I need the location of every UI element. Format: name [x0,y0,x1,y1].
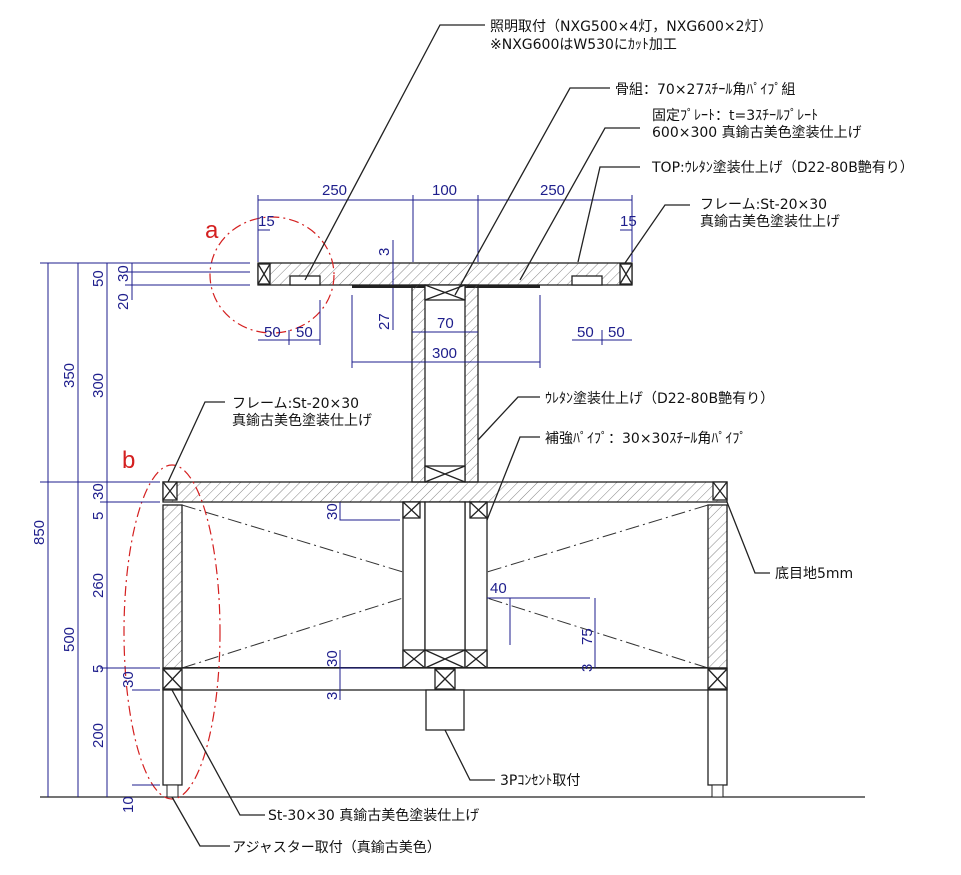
dim: 40 [490,580,507,597]
dim: 350 [61,363,78,388]
dim: 10 [120,796,137,813]
dim: 3 [376,248,393,256]
dim: 50 [608,324,625,341]
note-frame-left: フレーム:St-20×30 [232,396,359,412]
marker-a: a [205,217,219,244]
note-frame-right-sub: 真鍮古美色塗装仕上げ [700,213,840,230]
dim: 30 [120,671,137,688]
dim: 30 [115,265,132,282]
dim: 30 [90,483,107,500]
note-joint: 底目地5mm [775,566,853,582]
dim: 50 [264,324,281,341]
dim: 5 [90,512,107,520]
dim: 15 [620,213,637,230]
dim: 50 [90,270,107,287]
marker-b: b [122,447,135,474]
dim: 250 [322,182,347,199]
note-lighting: 照明取付（NXG500×4灯，NXG600×2灯） [490,19,773,35]
note-top: TOP:ｳﾚﾀﾝ塗装仕上げ（D22-80B艶有り） [651,159,914,176]
note-plate-sub: 600×300 真鍮古美色塗装仕上げ [652,124,862,141]
dim: 850 [31,520,48,545]
note-adjuster: アジャスター取付（真鍮古美色） [232,839,441,856]
dim: 200 [90,723,107,748]
dimension-values: 250 100 250 15 15 50 50 70 300 50 50 3 2… [31,182,637,813]
dim: 30 [324,503,341,520]
leader-lines [167,24,770,847]
dim: 30 [324,650,341,667]
note-frame-right: フレーム:St-20×30 [700,197,827,213]
note-skeleton: 骨組：70×27ｽﾁｰﾙ角ﾊﾟｲﾌﾟ組 [615,82,795,98]
annotations: 照明取付（NXG500×4灯，NXG600×2灯） ※NXG600はW530にｶ… [232,19,914,856]
note-plate: 固定ﾌﾟﾚｰﾄ：t=3ｽﾁｰﾙﾌﾟﾚｰﾄ [652,108,818,124]
dim: 250 [540,182,565,199]
dim: 5 [90,665,107,673]
table-top-lower [162,481,728,798]
note-frame-left-sub: 真鍮古美色塗装仕上げ [232,412,372,429]
dimension-lines [40,195,633,797]
dim: 70 [437,315,454,332]
detail-a-circle [209,216,335,334]
dim: 50 [296,324,313,341]
center-column [411,284,479,483]
dim: 100 [432,182,457,199]
note-outlet: 3Pｺﾝｾﾝﾄ取付 [500,773,580,789]
dim: 500 [61,627,78,652]
note-lighting-sub: ※NXG600はW530にｶｯﾄ加工 [490,37,677,53]
note-reinforce: 補強ﾊﾟｲﾌﾟ：30×30ｽﾁｰﾙ角ﾊﾟｲﾌﾟ [545,431,746,447]
outlet-box [425,689,465,731]
dim: 75 [579,628,596,645]
dim: 3 [579,664,596,672]
table-top-upper [257,262,633,288]
note-urethane: ｳﾚﾀﾝ塗装仕上げ（D22-80B艶有り） [545,390,774,407]
dim: 15 [258,213,275,230]
dim: 260 [90,573,107,598]
dim: 3 [324,692,341,700]
detail-b-circle [123,464,221,800]
dim: 20 [115,293,132,310]
dim: 300 [90,373,107,398]
dim: 50 [577,324,594,341]
dim: 27 [376,313,393,330]
dim: 300 [432,345,457,362]
note-leg: St-30×30 真鍮古美色塗装仕上げ [268,807,479,824]
